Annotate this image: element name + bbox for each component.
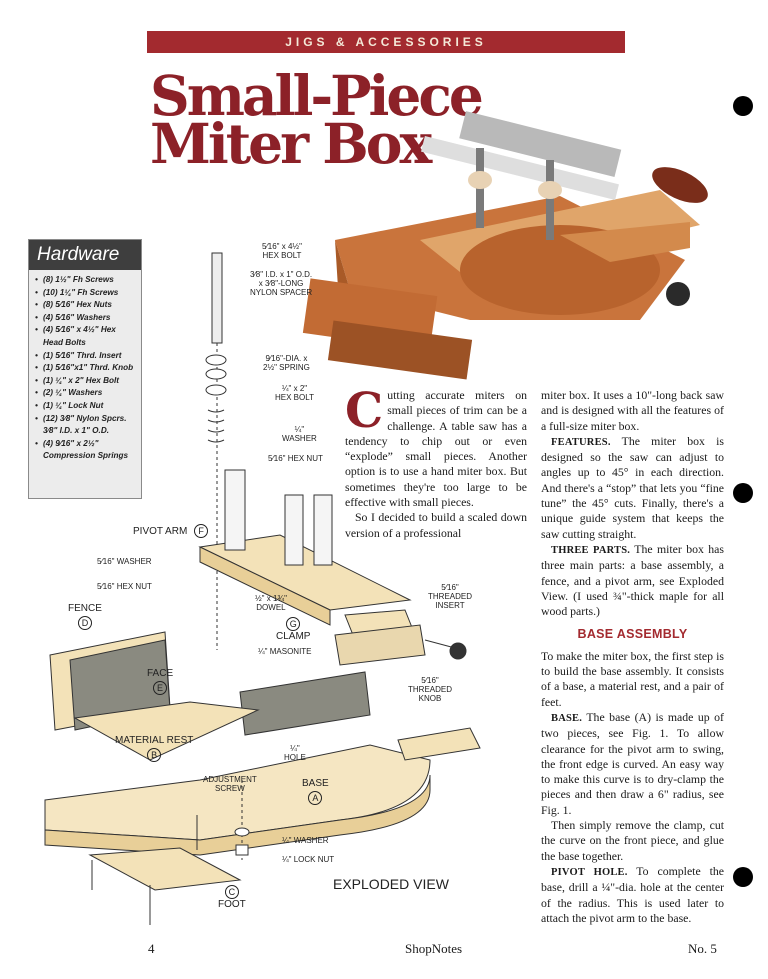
part-base: BASE A: [302, 778, 329, 805]
hardware-item: (2) ¼" Washers: [35, 387, 137, 400]
part-foot: C FOOT: [218, 884, 246, 911]
callout-washer-bottom: ¼" WASHER: [282, 836, 329, 845]
three-parts-heading: THREE PARTS.: [551, 544, 631, 556]
part-material-rest: MATERIAL REST B: [115, 735, 193, 762]
callout-washer-quarter: ¼" WASHER: [282, 425, 317, 443]
callout-hole: ¼" HOLE: [284, 744, 306, 762]
pivot-hole-heading: PIVOT HOLE.: [551, 866, 628, 878]
part-pivot-arm-label: PIVOT ARM: [133, 526, 188, 537]
binder-hole-top: [733, 96, 753, 116]
callout-adjustment-screw: ADJUSTMENT SCREW: [203, 775, 257, 793]
features-paragraph: FEATURES. The miter box is designed so t…: [541, 434, 724, 542]
features-text: The miter box is designed so the saw can…: [541, 433, 724, 541]
callout-threaded-knob: 5⁄16" THREADED KNOB: [408, 676, 453, 703]
intro-text: utting accurate miters on small pieces o…: [345, 388, 527, 510]
three-parts-text: The miter box has three main parts: a ba…: [541, 541, 724, 619]
title-line-1: Small-Piece: [150, 63, 484, 128]
callout-nylon-spacer: 3⁄8" I.D. x 1" O.D. x 3⁄8"-LONG NYLON SP…: [250, 270, 313, 297]
base-assembly-paragraph: To make the miter box, the first step is…: [541, 648, 724, 709]
hardware-list: (8) 1½" Fh Screws (10) 1¼" Fh Screws (8)…: [29, 270, 141, 463]
part-face: FACE E: [147, 668, 173, 695]
part-clamp: G CLAMP: [276, 616, 310, 643]
callout-hex-nut-516: 5⁄16" HEX NUT: [268, 454, 323, 463]
part-pivot-arm: PIVOT ARM F: [133, 523, 209, 538]
hardware-item: (1) 5⁄16"x1" Thrd. Knob: [35, 362, 137, 375]
part-material-rest-letter: B: [147, 748, 162, 762]
hardware-sidebar: Hardware (8) 1½" Fh Screws (10) 1¼" Fh S…: [28, 239, 142, 499]
callout-washer-516-left: 5⁄16" WASHER: [97, 557, 152, 566]
callout-hex-bolt-short: ¼" x 2" HEX BOLT: [275, 384, 314, 402]
hardware-item: (8) 1½" Fh Screws: [35, 274, 137, 287]
exploded-view-caption: EXPLODED VIEW: [333, 876, 449, 892]
callout-hex-nut-516-left: 5⁄16" HEX NUT: [97, 582, 152, 591]
base-paragraph-2: Then simply remove the clamp, cut the cu…: [541, 818, 724, 863]
part-base-letter: A: [308, 791, 323, 805]
binder-hole-middle: [733, 483, 753, 503]
article-column-2: miter box. It uses a 10"-long back saw a…: [541, 388, 724, 926]
part-fence-letter: D: [77, 616, 92, 630]
part-fence: FENCE D: [68, 603, 102, 630]
hardware-item: (4) 5⁄16" Washers: [35, 312, 137, 325]
hardware-item: (12) 3⁄8" Nylon Spcrs. 3⁄8" I.D. x 1" O.…: [35, 413, 137, 438]
hardware-heading: Hardware: [29, 240, 141, 270]
callout-masonite: ¼" MASONITE: [258, 647, 312, 656]
part-clamp-letter: G: [286, 617, 301, 631]
base-heading: BASE.: [551, 712, 583, 724]
base-assembly-heading: BASE ASSEMBLY: [577, 627, 688, 642]
part-foot-letter: C: [224, 885, 239, 899]
part-material-rest-label: MATERIAL REST: [115, 735, 194, 746]
binder-hole-bottom: [733, 867, 753, 887]
exploded-view-drawing: [44, 252, 481, 925]
column2-intro: miter box. It uses a 10"-long back saw a…: [541, 388, 724, 433]
part-base-label: BASE: [302, 778, 329, 789]
hardware-item: (4) 5⁄16" x 4½" Hex Head Bolts: [35, 324, 137, 349]
publication-name: ShopNotes: [405, 941, 463, 956]
base-text: The base (A) is made up of two pieces, s…: [541, 709, 724, 817]
hardware-item: (1) 5⁄16" Thrd. Insert: [35, 350, 137, 363]
issue-number: No. 5: [688, 941, 717, 956]
miter-box-photo: [302, 111, 708, 380]
pivot-hole-text: To complete the base, drill a ¼"-dia. ho…: [541, 863, 724, 925]
callout-hex-bolt-long: 5⁄16" x 4½" HEX BOLT: [262, 242, 302, 260]
hardware-item: (8) 5⁄16" Hex Nuts: [35, 299, 137, 312]
title-line-2: Miter Box: [150, 111, 432, 176]
article-title: Small-Piece Miter Box: [150, 63, 484, 176]
page-number: 4: [148, 941, 155, 956]
part-face-label: FACE: [147, 668, 174, 679]
part-pivot-arm-letter: F: [194, 524, 209, 538]
intro-paragraph-2: So I decided to build a scaled down vers…: [345, 510, 527, 540]
base-paragraph: BASE. The base (A) is made up of two pie…: [541, 710, 724, 818]
drop-cap: C: [345, 383, 384, 439]
hardware-item: (4) 9⁄16" x 2½" Compression Springs: [35, 438, 137, 463]
part-foot-label: FOOT: [218, 899, 246, 910]
features-heading: FEATURES.: [551, 436, 611, 448]
part-face-letter: E: [153, 681, 168, 695]
section-banner: JIGS & ACCESSORIES: [147, 31, 625, 53]
callout-threaded-insert: 5⁄16" THREADED INSERT: [428, 583, 473, 610]
three-parts-paragraph: THREE PARTS. The miter box has three mai…: [541, 542, 724, 619]
hardware-item: (1) ¼" Lock Nut: [35, 400, 137, 413]
callout-lock-nut: ¼" LOCK NUT: [282, 855, 335, 864]
callout-spring: 9⁄16"-DIA. x 2½" SPRING: [263, 354, 310, 372]
callout-dowel: ½" x 1¾" DOWEL: [255, 594, 287, 612]
hardware-item: (10) 1¼" Fh Screws: [35, 287, 137, 300]
hardware-item: (1) ¼" x 2" Hex Bolt: [35, 375, 137, 388]
part-clamp-label: CLAMP: [276, 631, 311, 642]
part-fence-label: FENCE: [68, 603, 102, 614]
pivot-hole-paragraph: PIVOT HOLE. To complete the base, drill …: [541, 864, 724, 926]
